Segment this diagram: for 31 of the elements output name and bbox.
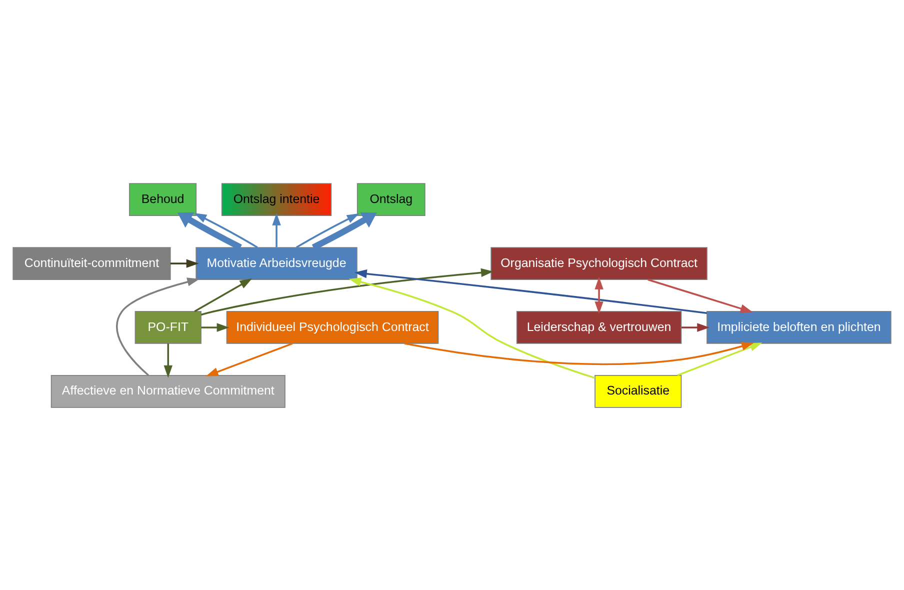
node-box: Organisatie Psychologisch Contract [490, 246, 708, 280]
node-box: Motivatie Arbeidsvreugde [196, 246, 358, 280]
node-box: Leiderschap & vertrouwen [516, 310, 682, 344]
arrow [170, 258, 199, 268]
arrow [206, 342, 293, 376]
arrow [296, 212, 360, 248]
arrow [177, 212, 242, 250]
node-box: Ontslag [356, 182, 426, 216]
node-box: Affectieve en Normatieve Commitment [50, 374, 286, 408]
arrow [348, 277, 596, 378]
node-box: Individueel Psychologisch Contract [226, 310, 439, 344]
arrow [200, 268, 494, 316]
node-box: Behoud [129, 182, 197, 216]
arrow [194, 278, 252, 312]
node-box: PO-FIT [134, 310, 202, 344]
node-box: Continuïteit-commitment [12, 246, 171, 280]
arrow [164, 343, 172, 378]
arrow [272, 212, 281, 247]
node-box: Impliciete beloften en plichten [706, 310, 892, 344]
node-box: Ontslag intentie [221, 182, 332, 216]
arrow [201, 322, 230, 332]
arrow [594, 276, 604, 314]
arrow [354, 268, 708, 314]
arrow [677, 342, 762, 376]
arrow [312, 212, 377, 250]
arrow [194, 212, 258, 248]
arrow [404, 342, 754, 365]
node-box: Socialisatie [594, 374, 682, 408]
arrow [648, 278, 753, 312]
arrow [681, 322, 710, 332]
arrow [116, 277, 200, 376]
